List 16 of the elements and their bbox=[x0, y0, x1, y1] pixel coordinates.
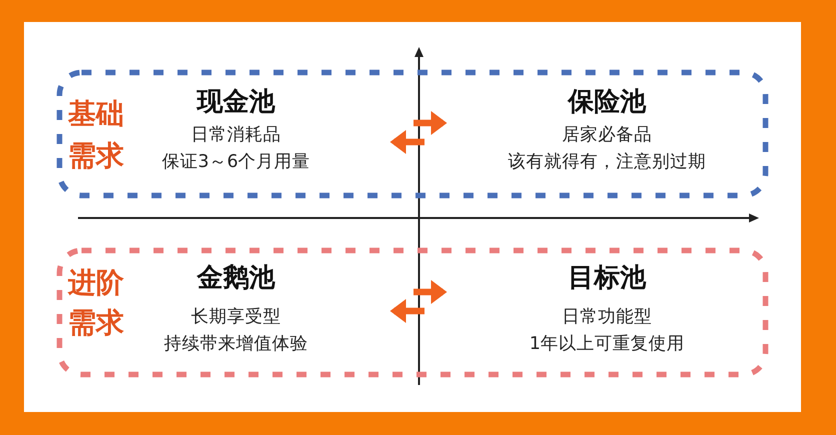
pool-description: 保证3～6个月用量 bbox=[162, 150, 310, 174]
pool-title: 金鹅池 bbox=[197, 262, 275, 295]
pool-description: 日常消耗品 bbox=[191, 124, 281, 146]
pool-description: 日常功能型 bbox=[562, 306, 652, 329]
pool-title: 保险池 bbox=[568, 86, 646, 119]
pool-description: 居家必备品 bbox=[562, 124, 652, 146]
pool-description: 该有就得有，注意别过期 bbox=[508, 150, 706, 174]
pool-description: 持续带来增值体验 bbox=[164, 333, 308, 356]
pool-description: 1年以上可重复使用 bbox=[529, 333, 685, 356]
category-label: 进阶需求 bbox=[68, 265, 125, 341]
pool-description: 长期享受型 bbox=[191, 306, 281, 329]
pool-title: 现金池 bbox=[197, 86, 275, 119]
category-label: 基础需求 bbox=[68, 96, 125, 174]
exchange-arrow bbox=[390, 280, 447, 323]
exchange-arrow bbox=[390, 111, 447, 154]
pool-title: 目标池 bbox=[568, 262, 646, 295]
